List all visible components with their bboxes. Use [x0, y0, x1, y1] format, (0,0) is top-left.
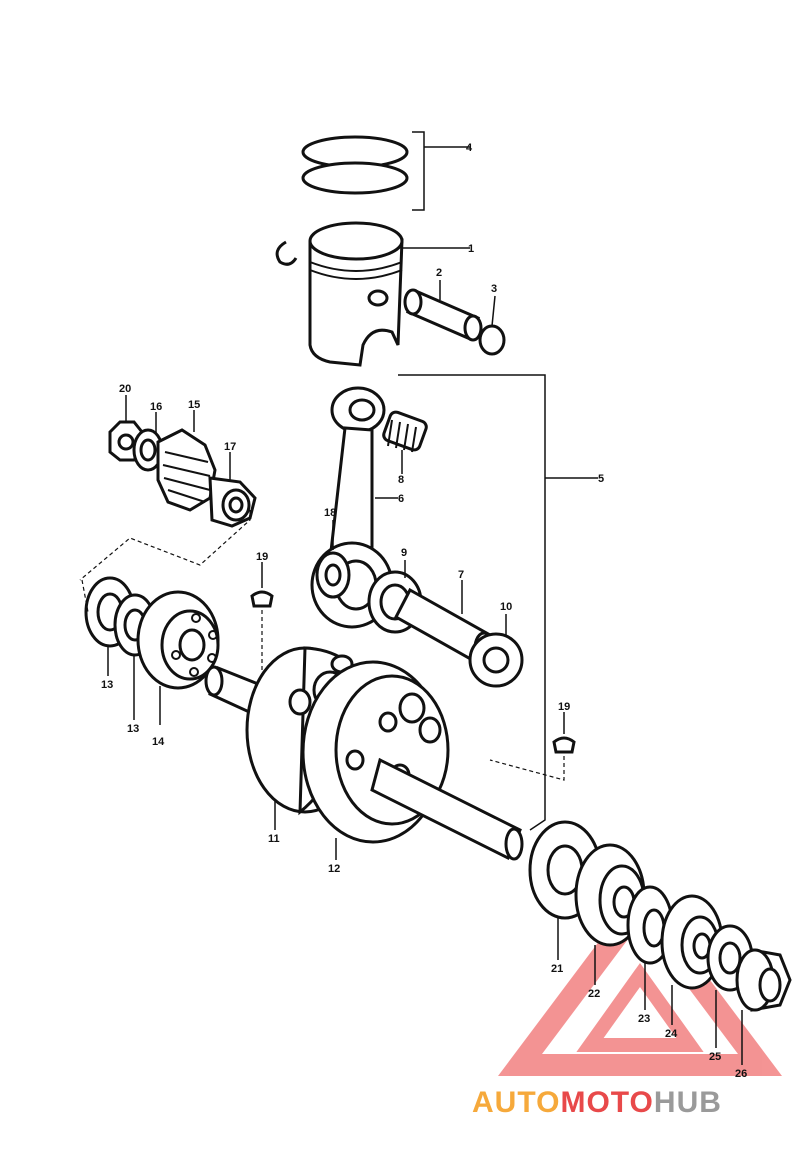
part-label: 6	[398, 493, 404, 505]
part-label: 17	[224, 441, 236, 453]
group-bracket	[398, 374, 598, 831]
part-label: 5	[598, 473, 604, 485]
primary-drive-gear	[79, 395, 257, 581]
part-label: 1	[468, 243, 474, 255]
part-label: 20	[119, 383, 131, 395]
thrust-washer	[315, 520, 351, 599]
watermark-moto: MOTO	[560, 1086, 653, 1119]
part-label: 22	[588, 988, 600, 1000]
part-label: 12	[328, 863, 340, 875]
connecting-rod	[310, 386, 398, 629]
woodruff-key-right	[489, 712, 576, 781]
watermark-auto: AUTO	[472, 1086, 560, 1119]
watermark-hub: HUB	[654, 1086, 722, 1119]
small-end-bearing	[382, 410, 428, 474]
part-label: 15	[188, 399, 200, 411]
part-label: 14	[152, 736, 165, 748]
part-label: 23	[638, 1013, 650, 1025]
part-label: 13	[127, 723, 139, 735]
part-number-labels: 4 1 2 3 5 6 8 9 7 10 18 20 16 15 17 19 1…	[101, 142, 747, 1080]
piston-pin-clip	[478, 295, 506, 356]
piston-pin	[403, 280, 483, 342]
part-label: 21	[551, 963, 563, 975]
right-oil-seal	[735, 948, 792, 1065]
woodruff-key-left	[250, 562, 274, 680]
part-label: 4	[466, 142, 473, 154]
part-label: 16	[150, 401, 162, 413]
part-label: 2	[436, 267, 442, 279]
part-label: 18	[324, 507, 336, 519]
part-label: 19	[558, 701, 570, 713]
part-label: 10	[500, 601, 512, 613]
part-label: 26	[735, 1068, 747, 1080]
left-crank-bearing	[136, 590, 220, 725]
part-label: 7	[458, 569, 464, 581]
part-label: 24	[665, 1028, 678, 1040]
crank-pin-washer	[468, 614, 524, 688]
left-guide	[81, 579, 89, 613]
part-label: 19	[256, 551, 268, 563]
crankshaft-right-half	[301, 660, 524, 861]
watermark-text: AUTOMOTOHUB	[472, 1086, 722, 1119]
piston-rings	[301, 131, 470, 211]
part-label: 9	[401, 547, 407, 559]
part-label: 3	[491, 283, 497, 295]
part-label: 11	[268, 833, 280, 845]
part-label: 8	[398, 474, 404, 486]
part-label: 25	[709, 1051, 721, 1063]
piston	[275, 221, 470, 367]
part-label: 13	[101, 679, 113, 691]
svg-text:AUTOMOTOHUB: AUTOMOTOHUB	[472, 1086, 722, 1119]
